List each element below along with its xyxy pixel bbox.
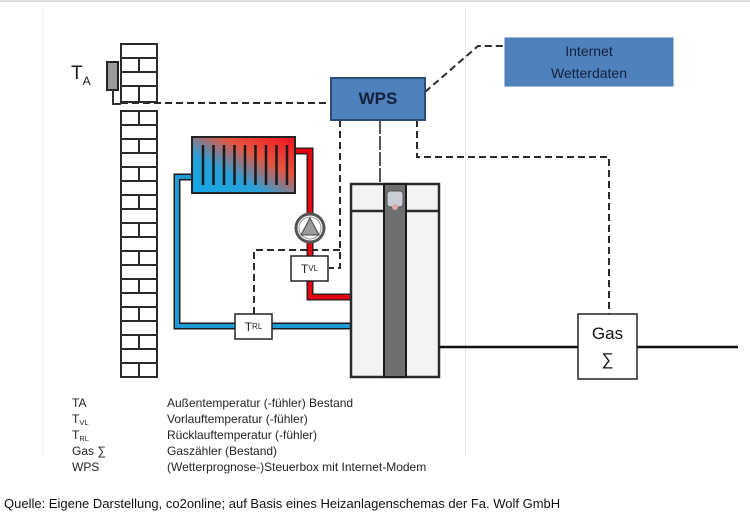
flow-sensor-box <box>290 255 329 282</box>
legend-text: Vorlauftemperatur (-fühler) <box>167 412 308 426</box>
legend-row: Gas ∑ Gaszähler (Bestand) <box>72 444 426 460</box>
signal-line-wps-to-gas <box>416 120 610 314</box>
wps-label: WPS <box>358 89 398 108</box>
wall-lower-segment <box>120 110 158 378</box>
internet-weather-box <box>504 37 674 87</box>
wps-box <box>330 77 426 121</box>
figure-frame <box>42 8 467 456</box>
signal-line-wps-to-internet <box>424 45 505 93</box>
internet-label-line2: Wetterdaten <box>550 65 627 81</box>
gas-meter-box <box>577 313 638 380</box>
outdoor-sensor <box>106 61 119 91</box>
outer-wall <box>120 43 158 378</box>
source-caption: Quelle: Eigene Darstellung, co2online; a… <box>4 496 561 511</box>
legend-key: Gas ∑ <box>72 444 106 458</box>
legend-key: WPS <box>72 460 100 474</box>
outdoor-sensor-cable <box>112 90 121 105</box>
legend-key: TA <box>72 396 87 410</box>
outdoor-sensor-label: TA <box>71 63 91 88</box>
legend-row: WPS (Wetterprognose-)Steuerbox mit Intern… <box>72 460 426 476</box>
pump-triangle-icon <box>300 216 320 236</box>
top-border <box>0 0 750 2</box>
legend: TA Außentemperatur (-fühler) Bestand TVL V… <box>72 396 426 476</box>
legend-key: TRL <box>72 428 89 443</box>
figure-frame-right-edge <box>465 8 466 456</box>
return-pipe <box>173 173 350 330</box>
legend-row: TRL Rücklauftemperatur (-fühler) <box>72 428 426 444</box>
return-sensor-box <box>234 313 273 340</box>
sigma-icon: ∑ <box>601 349 614 369</box>
boiler <box>349 182 441 379</box>
signal-line-wps-to-tvl <box>329 120 341 269</box>
legend-row: TVL Vorlauftemperatur (-fühler) <box>72 412 426 428</box>
wall-upper-segment <box>120 43 158 103</box>
legend-text: Rücklauftemperatur (-fühler) <box>167 428 318 442</box>
legend-text: Gaszähler (Bestand) <box>167 444 278 458</box>
radiator <box>191 136 296 194</box>
legend-row: TA Außentemperatur (-fühler) Bestand <box>72 396 426 412</box>
legend-key: TVL <box>72 412 89 427</box>
gas-meter-label-line1: Gas <box>591 323 624 343</box>
legend-text: (Wetterprognose-)Steuerbox mit Internet-… <box>167 460 427 474</box>
boiler-core <box>383 183 407 378</box>
legend-text: Außentemperatur (-fühler) Bestand <box>167 396 354 410</box>
wall-outline <box>120 110 158 378</box>
circulation-pump <box>294 212 326 244</box>
internet-label-line1: Internet <box>565 43 613 59</box>
gas-meter-label: Gas ∑ <box>578 314 637 379</box>
